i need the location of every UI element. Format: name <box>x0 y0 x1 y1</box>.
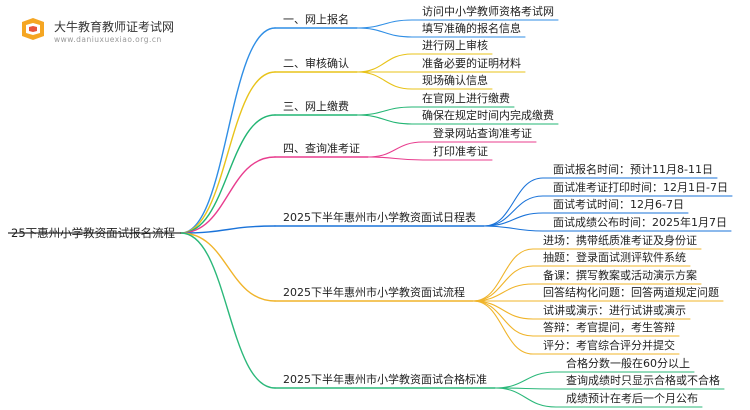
leaf-node: 合格分数一般在60分以上 <box>566 357 690 370</box>
leaf-node: 登录网站查询准考证 <box>433 127 532 140</box>
leaf-node: 在官网上进行缴费 <box>422 92 510 105</box>
leaf-node: 评分：考官综合评分并提交 <box>543 339 675 352</box>
leaf-node: 抽题：登录面试测评软件系统 <box>543 251 686 264</box>
branch-label: 三、网上缴费 <box>283 100 349 113</box>
leaf-node: 答辩：考官提问，考生答辩 <box>543 321 675 334</box>
leaf-node: 面试成绩公布时间：2025年1月7日 <box>553 216 727 229</box>
brand-url: www.daniuxuexiao.org.cn <box>54 35 162 44</box>
leaf-node: 填写准确的报名信息 <box>422 22 521 35</box>
leaf-node: 面试考试时间：12月6-7日 <box>553 198 684 211</box>
leaf-node: 面试报名时间：预计11月8-11日 <box>553 163 713 176</box>
leaf-connector <box>356 114 559 125</box>
leaf-node: 准备必要的证明材料 <box>422 57 521 70</box>
leaf-node: 查询成绩时只显示合格或不合格 <box>566 374 720 387</box>
leaf-connector <box>367 156 493 161</box>
branch-connector <box>180 225 485 234</box>
leaf-node: 确保在规定时间内完成缴费 <box>422 109 554 122</box>
branch-label: 二、审核确认 <box>283 57 349 70</box>
leaf-connector <box>356 71 493 90</box>
leaf-node: 回答结构化问题：回答两道规定问题 <box>543 286 719 299</box>
leaf-connector <box>472 300 680 355</box>
leaf-node: 进场：携带纸质准考证及身份证 <box>543 234 697 247</box>
leaf-connector <box>483 177 718 227</box>
leaf-node: 进行网上审核 <box>422 39 488 52</box>
branch-connector <box>180 114 358 234</box>
leaf-node: 现场确认信息 <box>422 74 488 87</box>
leaf-connector <box>356 27 526 38</box>
leaf-node: 试讲或演示：进行试讲或演示 <box>543 304 686 317</box>
branch-connector <box>180 71 358 234</box>
branch-connector <box>180 232 496 389</box>
branch-connector <box>180 27 358 234</box>
branch-label: 2025下半年惠州市小学教资面试流程 <box>283 286 465 299</box>
brand-title: 大牛教育教师证考试网 <box>54 20 175 34</box>
branch-connector <box>180 232 474 302</box>
leaf-connector <box>483 225 732 232</box>
leaf-node: 打印准考证 <box>433 145 488 158</box>
leaf-node: 面试准考证打印时间：12月1日-7日 <box>553 181 728 194</box>
branch-label: 2025下半年惠州市小学教资面试日程表 <box>283 211 476 224</box>
leaf-connector <box>494 387 703 408</box>
branch-connector <box>180 156 369 234</box>
leaf-node: 备课：撰写教案或活动演示方案 <box>543 269 697 282</box>
leaf-connector <box>494 387 725 390</box>
leaf-connector <box>472 248 702 302</box>
leaf-node: 访问中小学教师资格考试网 <box>422 5 554 18</box>
branch-label: 四、查询准考证 <box>283 142 360 155</box>
root-node: 25下惠州小学教资面试报名流程 <box>11 226 176 240</box>
branch-label: 一、网上报名 <box>283 13 349 26</box>
brand-logo-icon <box>18 14 48 44</box>
branch-label: 2025下半年惠州市小学教资面试合格标准 <box>283 373 487 386</box>
leaf-node: 成绩预计在考后一个月公布 <box>566 392 698 405</box>
